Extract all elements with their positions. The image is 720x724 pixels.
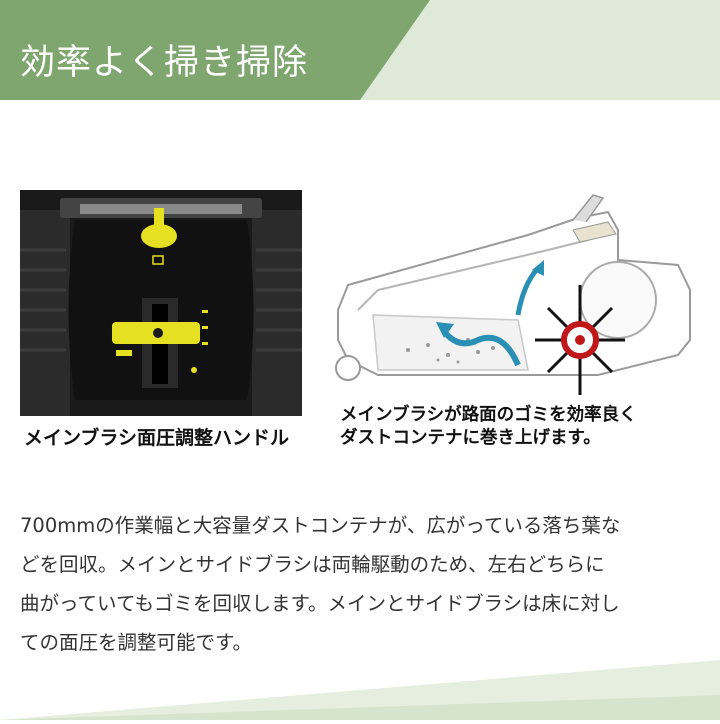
banner-background [0, 0, 720, 130]
diagram-caption-line: ダストコンテナに巻き上げます。 [340, 428, 601, 448]
description-line: どを回収。メインとサイドブラシは両輪駆動のため、左右どちらに [20, 553, 605, 576]
bottom-decoration [0, 640, 720, 720]
description-text: 700mmの作業幅と大容量ダストコンテナが、広がっている落ち葉な どを回収。メイ… [20, 506, 710, 662]
header-banner: 効率よく掃き掃除 [0, 0, 720, 130]
brush-diagram [318, 190, 700, 402]
brush-handle-photo [20, 190, 302, 416]
description-line: ての面圧を調整可能です。 [20, 631, 253, 654]
page-title: 効率よく掃き掃除 [20, 43, 309, 83]
description-line: 曲がっていてもゴミを回収します。メインとサイドブラシは床に対し [20, 592, 620, 615]
diagram-caption-line: メインブラシが路面のゴミを効率良く [340, 405, 637, 425]
photo-caption: メインブラシ面圧調整ハンドル [20, 416, 302, 460]
description-line: 700mmの作業幅と大容量ダストコンテナが、広がっている落ち葉な [20, 514, 621, 537]
diagram-caption: メインブラシが路面のゴミを効率良く ダストコンテナに巻き上げます。 [340, 404, 710, 450]
